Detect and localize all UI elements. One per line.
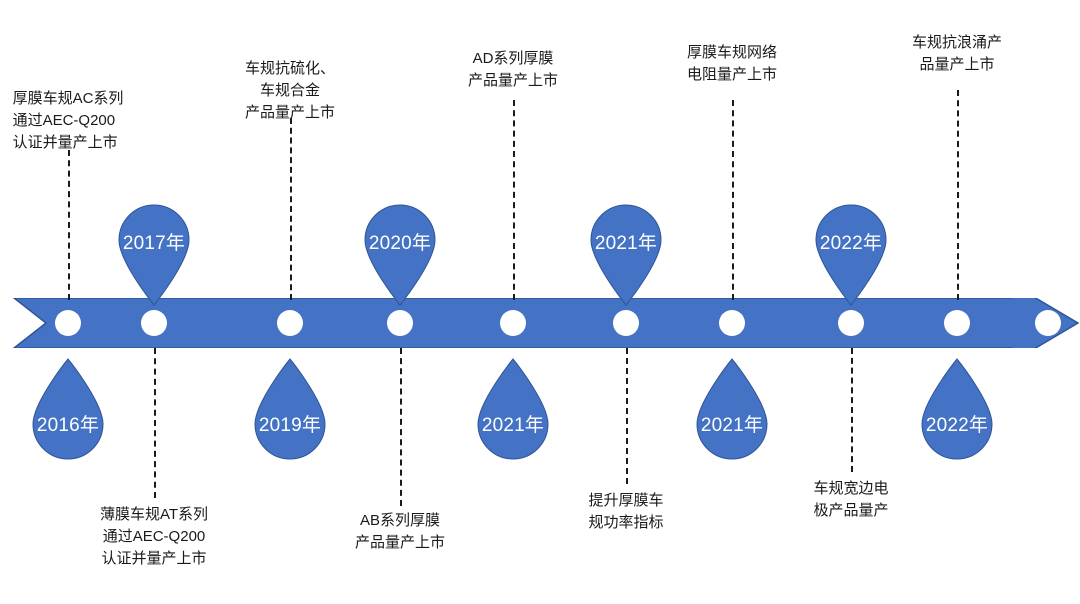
timeline-node-dot — [55, 310, 81, 336]
timeline-year-pin-bottom: 2021年 — [470, 358, 556, 464]
timeline-year-label: 2017年 — [122, 233, 186, 254]
timeline-year-pin-top: 2020年 — [357, 200, 443, 306]
timeline-year-label: 2020年 — [368, 233, 432, 254]
timeline-node-dot — [500, 310, 526, 336]
timeline-node-dot — [1035, 310, 1061, 336]
timeline-node-dot — [613, 310, 639, 336]
timeline-leader-line — [154, 348, 156, 498]
timeline-leader-line — [732, 100, 734, 300]
timeline-node-dot — [277, 310, 303, 336]
timeline-year-pin-top: 2022年 — [808, 200, 894, 306]
timeline-leader-line — [957, 90, 959, 300]
timeline-year-pin-bottom: 2021年 — [689, 358, 775, 464]
timeline-caption: 厚膜车规AC系列 通过AEC-Q200 认证并量产上市 — [12, 90, 124, 151]
timeline-node-dot — [944, 310, 970, 336]
timeline-year-label: 2021年 — [700, 415, 764, 436]
timeline-arrow-bar — [0, 298, 1080, 348]
timeline-caption: AB系列厚膜 产品量产上市 — [354, 512, 446, 551]
timeline-node-dot — [719, 310, 745, 336]
timeline-year-label: 2022年 — [819, 233, 883, 254]
timeline-caption: 厚膜车规网络 电阻量产上市 — [686, 44, 778, 83]
timeline-year-label: 2022年 — [925, 415, 989, 436]
timeline-year-label: 2021年 — [481, 415, 545, 436]
timeline-leader-line — [68, 150, 70, 300]
timeline-caption: 车规抗硫化、 车规合金 产品量产上市 — [244, 60, 336, 121]
timeline-caption: 薄膜车规AT系列 通过AEC-Q200 认证并量产上市 — [99, 506, 209, 567]
timeline-year-pin-top: 2017年 — [111, 200, 197, 306]
timeline-leader-line — [851, 348, 853, 472]
timeline-node-dot — [387, 310, 413, 336]
timeline-leader-line — [290, 118, 292, 300]
timeline-caption: AD系列厚膜 产品量产上市 — [467, 50, 559, 89]
timeline-node-dot — [141, 310, 167, 336]
timeline-year-pin-top: 2021年 — [583, 200, 669, 306]
timeline-year-label: 2021年 — [594, 233, 658, 254]
timeline-leader-line — [400, 348, 402, 506]
timeline-node-dot — [838, 310, 864, 336]
timeline-year-pin-bottom: 2022年 — [914, 358, 1000, 464]
timeline-leader-line — [626, 348, 628, 484]
timeline-caption: 提升厚膜车 规功率指标 — [588, 492, 664, 531]
timeline-year-label: 2019年 — [258, 415, 322, 436]
timeline-year-pin-bottom: 2016年 — [25, 358, 111, 464]
arrow-bar-polygon — [12, 298, 1080, 348]
timeline-year-label: 2016年 — [36, 415, 100, 436]
timeline-caption: 车规宽边电 极产品量产 — [813, 480, 889, 519]
timeline-year-pin-bottom: 2019年 — [247, 358, 333, 464]
timeline-leader-line — [513, 100, 515, 300]
timeline-caption: 车规抗浪涌产 品量产上市 — [911, 34, 1003, 73]
